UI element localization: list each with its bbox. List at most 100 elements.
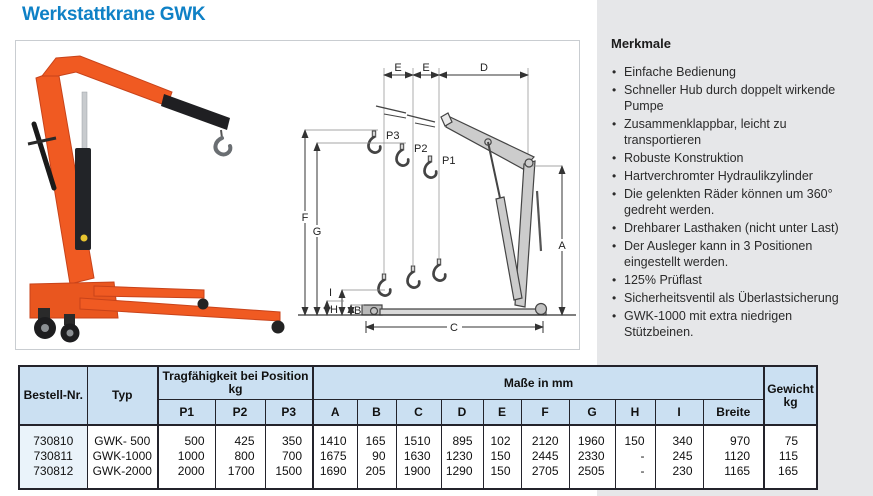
- cell-h: -: [614, 449, 656, 464]
- feature-item: •125% Prüflast: [611, 272, 855, 288]
- subheader-i: I: [654, 399, 704, 426]
- hook-icon-p2: [395, 142, 410, 167]
- dim-label-p2: P2: [414, 143, 427, 155]
- subheader-d: D: [440, 399, 484, 426]
- hook-icon-lower-2: [406, 264, 421, 289]
- features-list: •Einfache Bedienung •Schneller Hub durch…: [611, 64, 855, 340]
- cell-gewicht: 165: [763, 464, 818, 489]
- subheader-e: E: [482, 399, 522, 426]
- feature-text: Hartverchromter Hydraulikzylinder: [624, 169, 813, 183]
- feature-text: Drehbarer Lasthaken (nicht unter Last): [624, 221, 839, 235]
- cell-p3: 700: [264, 449, 314, 464]
- caster-fork-1: [38, 308, 50, 320]
- cell-e: 102: [482, 424, 522, 449]
- cell-a: 1410: [312, 424, 358, 449]
- feature-item: • Die gelenkten Räder können um 360° gedr…: [611, 186, 855, 218]
- cell-g: 1960: [568, 424, 616, 449]
- cell-d: 1290: [440, 464, 484, 489]
- subheader-b: B: [356, 399, 397, 426]
- subheader-c: C: [395, 399, 442, 426]
- subheader-p3: P3: [264, 399, 314, 426]
- crane-leg-rear: [93, 285, 205, 299]
- table-row: 730810 GWK- 500 500 425 350 1410 165 151…: [18, 424, 818, 449]
- hook-icon-lower-3: [432, 257, 447, 282]
- cell-b: 205: [356, 464, 397, 489]
- subheader-breite: Breite: [702, 399, 765, 426]
- subheader-p1: P1: [157, 399, 216, 426]
- cell-p1: 1000: [157, 449, 216, 464]
- cell-p2: 800: [214, 449, 266, 464]
- cell-bestell-nr: 730812: [18, 464, 88, 489]
- cell-f: 2445: [520, 449, 570, 464]
- feature-item: •Robuste Konstruktion: [611, 150, 855, 166]
- bullet-icon: •: [612, 221, 617, 235]
- dim-label-c: C: [450, 322, 458, 334]
- features-heading: Merkmale: [611, 36, 671, 51]
- feature-item: • Hartverchromter Hydraulikzylinder: [611, 168, 855, 184]
- feature-item: •Sicherheitsventil als Überlastsicherung: [611, 290, 855, 306]
- cell-h: 150: [614, 424, 656, 449]
- bullet-icon: •: [612, 151, 617, 165]
- cylinder-body: [75, 148, 91, 250]
- pump-lever: [31, 121, 57, 191]
- cell-i: 340: [654, 424, 704, 449]
- product-media-panel: E E D: [15, 40, 580, 350]
- cell-gewicht: 75: [763, 424, 818, 449]
- hook-icon: [213, 136, 233, 157]
- cell-p3: 350: [264, 424, 314, 449]
- bullet-icon: •: [612, 169, 617, 183]
- spec-table: Bestell-Nr. Typ Tragfähigkeit bei Positi…: [18, 365, 819, 490]
- dim-label-d: D: [480, 62, 488, 74]
- release-knob: [80, 234, 88, 242]
- cell-gewicht: 115: [763, 449, 818, 464]
- bullet-icon: •: [612, 309, 617, 323]
- drawing-base-beam: [379, 308, 547, 316]
- cell-a: 1690: [312, 464, 358, 489]
- feature-item: • Drehbarer Lasthaken (nicht unter Last): [611, 220, 855, 236]
- feature-item: •GWK-1000 mit extra niedrigen Stützbeine…: [611, 308, 855, 340]
- dim-label-h: H: [330, 304, 338, 316]
- leg-wheel-front: [271, 320, 285, 334]
- cell-typ: GWK- 500: [86, 424, 159, 449]
- cell-g: 2505: [568, 464, 616, 489]
- bullet-icon: •: [612, 291, 617, 305]
- drawing-front-wheel: [369, 306, 379, 316]
- bullet-icon: •: [612, 187, 617, 201]
- retracted-boom-marks: [375, 105, 436, 128]
- drawing-elbow-joint: [524, 158, 534, 168]
- feature-text: Einfache Bedienung: [624, 65, 736, 79]
- feature-item: •Einfache Bedienung: [611, 64, 855, 80]
- header-bestell-nr: Bestell-Nr.: [18, 365, 88, 426]
- drawing-cylinder-rod: [487, 141, 501, 199]
- table-row: 730812 GWK-2000 2000 1700 1500 1690 205 …: [18, 464, 818, 489]
- subheader-p2: P2: [214, 399, 266, 426]
- feature-text: Die gelenkten Räder können um 360° gedre…: [624, 187, 833, 217]
- caster-hub-2: [66, 329, 74, 337]
- cell-e: 150: [482, 464, 522, 489]
- reference-lines: [383, 68, 529, 273]
- header-gewicht-line2: kg: [783, 394, 798, 409]
- cylinder-rod: [81, 91, 88, 153]
- cell-h: -: [614, 464, 656, 489]
- subheader-a: A: [312, 399, 358, 426]
- cell-bestell-nr: 730810: [18, 424, 88, 449]
- dim-small: [323, 289, 385, 316]
- bullet-icon: •: [612, 83, 617, 97]
- leg-wheel-rear: [197, 298, 209, 310]
- cell-p2: 425: [214, 424, 266, 449]
- cell-bestell-nr: 730811: [18, 449, 88, 464]
- cell-b: 165: [356, 424, 397, 449]
- bullet-icon: •: [612, 239, 617, 253]
- drawing-rear-wheel: [534, 302, 548, 316]
- dim-label-i: I: [329, 287, 332, 299]
- cell-breite: 970: [702, 424, 765, 449]
- header-tragfaehigkeit: Tragfähigkeit bei Position kg: [156, 365, 314, 400]
- subheader-f: F: [520, 399, 570, 426]
- drawing-cylinder-body: [495, 196, 523, 301]
- cell-g: 2330: [568, 449, 616, 464]
- feature-text: Der Ausleger kann in 3 Positionen einges…: [624, 239, 813, 269]
- dim-label-a: A: [558, 240, 566, 252]
- header-gewicht: Gewicht kg: [763, 365, 818, 426]
- cell-b: 90: [356, 449, 397, 464]
- bullet-icon: •: [612, 273, 617, 287]
